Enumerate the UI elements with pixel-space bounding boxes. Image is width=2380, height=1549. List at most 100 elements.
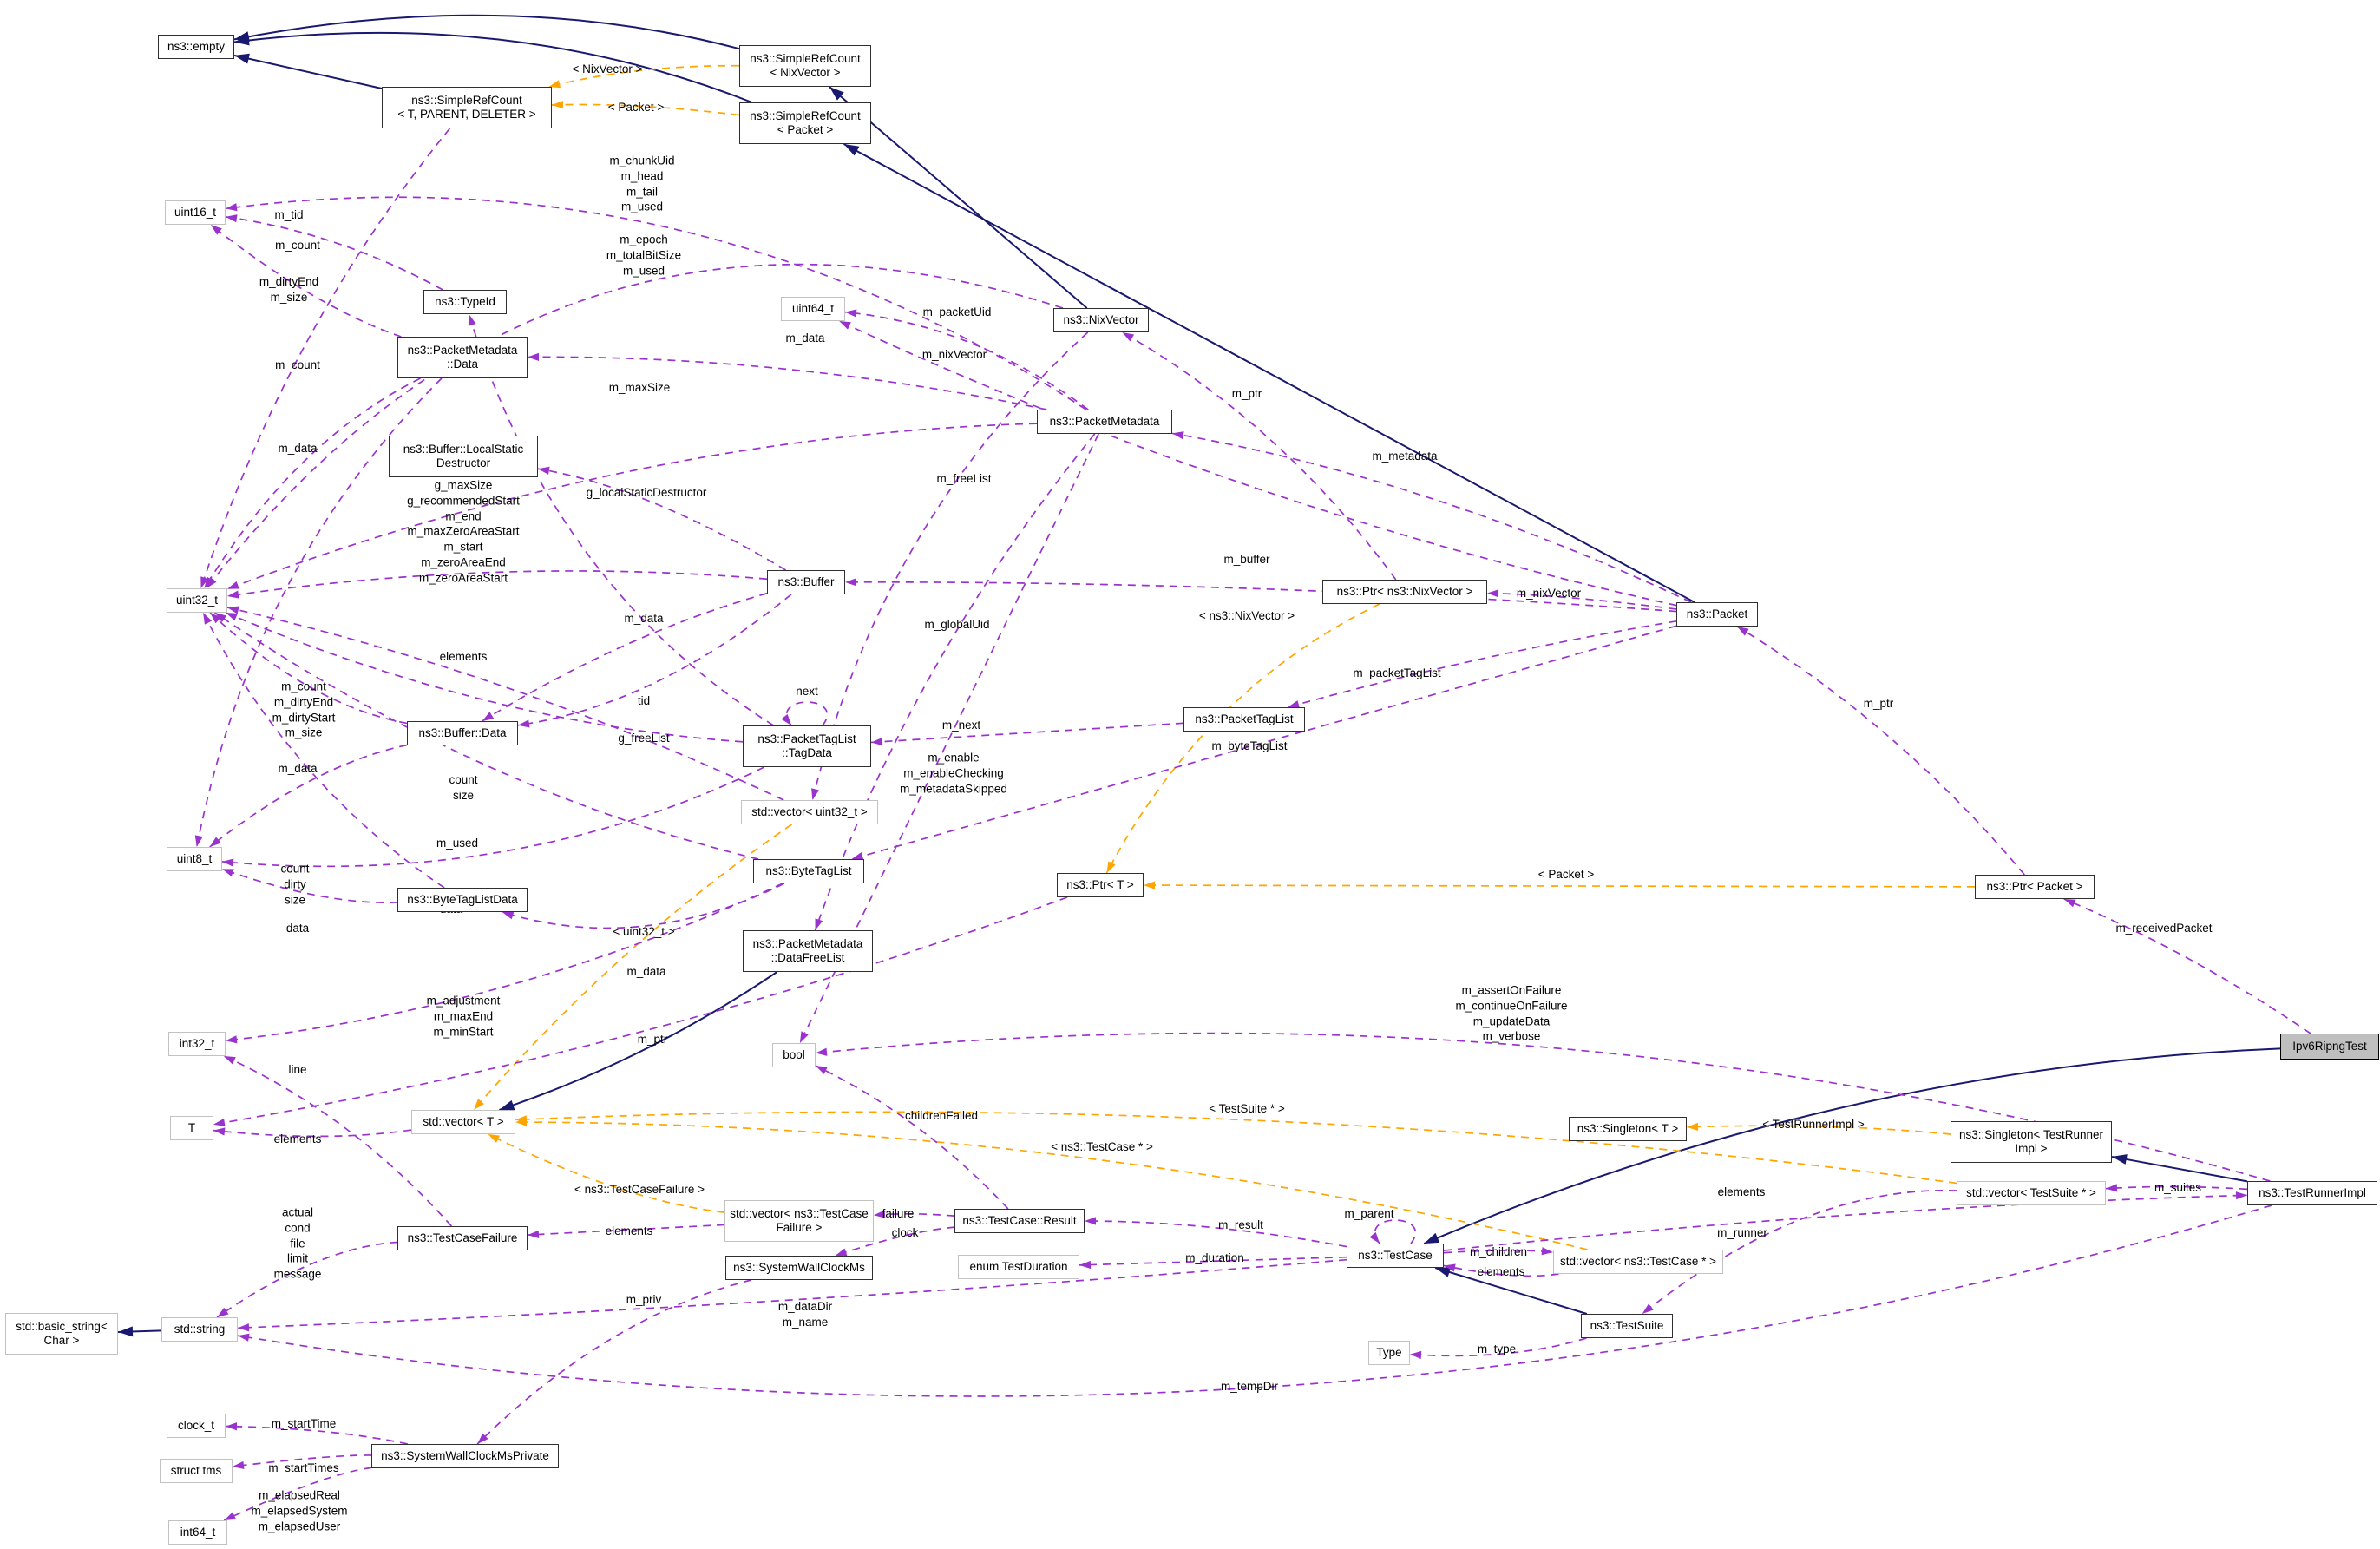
node-dur[interactable]: enum TestDuration (958, 1255, 1079, 1279)
arrowhead (835, 1248, 848, 1257)
edge-swcmp-int64 (223, 1467, 372, 1521)
arrowhead (477, 1433, 488, 1444)
node-vec_tcf[interactable]: std::vector< ns3::TestCase Failure > (724, 1200, 874, 1242)
arrowhead (816, 1047, 828, 1056)
edge-src_pkt-empty (233, 31, 753, 103)
node-uint32[interactable]: uint32_t (167, 588, 227, 613)
arrowhead (781, 713, 791, 725)
arrowhead (518, 719, 530, 728)
node-btl[interactable]: ns3::ByteTagList (753, 859, 864, 883)
arrowhead (194, 835, 203, 847)
arrowhead (552, 101, 564, 109)
arrowhead (210, 225, 222, 235)
arrowhead (1424, 1232, 1440, 1244)
arrowhead (2063, 899, 2076, 908)
node-uint8[interactable]: uint8_t (167, 847, 222, 871)
node-src_nix[interactable]: ns3::SimpleRefCount < NixVector > (739, 45, 871, 87)
arrowhead (468, 314, 476, 326)
node-ptr_nix[interactable]: ns3::Ptr< ns3::NixVector > (1322, 580, 1487, 604)
node-swcm[interactable]: ns3::SystemWallClockMs (725, 1256, 873, 1280)
node-int32[interactable]: int32_t (168, 1032, 226, 1056)
edge-btld-uint8 (221, 868, 398, 903)
node-ptlist[interactable]: ns3::PacketTagList (1183, 707, 1305, 732)
edge-buffer-lsd (537, 468, 787, 571)
node-vec_ts[interactable]: std::vector< TestSuite * > (1957, 1181, 2106, 1205)
node-buf_data[interactable]: ns3::Buffer::Data (407, 721, 518, 745)
node-main[interactable]: Ipv6RipngTest (2280, 1034, 2379, 1060)
node-result[interactable]: ns3::TestCase::Result (954, 1209, 1085, 1233)
node-packet[interactable]: ns3::Packet (1676, 602, 1758, 627)
node-tagdata[interactable]: ns3::PacketTagList ::TagData (743, 725, 871, 767)
node-swcmp[interactable]: ns3::SystemWallClockMsPrivate (371, 1444, 559, 1468)
edge-dfl-vec_t (499, 971, 778, 1111)
edge-vec_u32-vec_t (473, 824, 793, 1111)
edge-vec_tc-testcase (1443, 1264, 1559, 1277)
edge-pmeta-dfl (814, 433, 1096, 931)
arrowhead (213, 1119, 226, 1127)
node-int64[interactable]: int64_t (168, 1520, 227, 1545)
arrowhead (226, 1422, 238, 1431)
arrowhead (538, 466, 550, 475)
arrowhead (203, 613, 213, 625)
node-tri[interactable]: ns3::TestRunnerImpl (2247, 1181, 2377, 1205)
node-bstr[interactable]: std::basic_string< Char > (5, 1313, 118, 1355)
edge-swcm-swcmp (476, 1279, 751, 1445)
node-suite[interactable]: ns3::TestSuite (1581, 1314, 1673, 1338)
node-uint64[interactable]: uint64_t (781, 297, 845, 321)
node-pmeta[interactable]: ns3::PacketMetadata (1037, 410, 1172, 434)
edge-ptlist-tagdata (870, 722, 1184, 744)
arrowhead (851, 852, 864, 860)
node-clock[interactable]: cl​ock_t (167, 1414, 226, 1438)
edge-packet-src_pkt (843, 143, 1695, 603)
node-vec_u32[interactable]: std::vector< uint32_t > (741, 800, 878, 824)
edge-vec_ts-vec_t (515, 1111, 1957, 1185)
edge-testcase-tri (1443, 1194, 2248, 1251)
node-src_tpd[interactable]: ns3::SimpleRefCount < T, PARENT, DELETER… (382, 87, 552, 128)
node-src_pkt[interactable]: ns3::SimpleRefCount < Packet > (739, 102, 871, 144)
arrowhead (1737, 627, 1749, 636)
arrowhead (515, 1118, 528, 1126)
edge-testcase-str (237, 1258, 1347, 1329)
edge-main-testcase (1423, 1047, 2281, 1244)
node-empty[interactable]: ns3::empty (158, 35, 234, 59)
node-typeid[interactable]: ns3::TypeId (423, 290, 507, 314)
edge-btld-uint32 (202, 612, 445, 889)
node-type[interactable]: Type (1368, 1341, 1410, 1365)
arrowhead (502, 911, 515, 920)
node-tcf[interactable]: ns3::TestCaseFailure (397, 1226, 528, 1250)
node-buffer[interactable]: ns3::Buffer (767, 570, 845, 594)
node-tms[interactable]: struct tms (160, 1459, 233, 1483)
arrowhead (871, 738, 883, 746)
node-pmd_data[interactable]: ns3::PacketMetadata ::Data (397, 337, 528, 378)
node-ptr_t[interactable]: ns3::Ptr< T > (1057, 873, 1144, 897)
node-testcase[interactable]: ns3::TestCase (1347, 1244, 1444, 1268)
arrowhead (214, 613, 226, 623)
arrowhead (227, 606, 239, 614)
node-bool[interactable]: bool (772, 1043, 816, 1067)
arrowhead (118, 1326, 134, 1337)
edge-pmd_data-uint8 (195, 377, 443, 848)
node-uint16[interactable]: uint16_t (165, 200, 226, 225)
edge-ptr_nix-ptr_t (1105, 603, 1380, 874)
node-single_t[interactable]: ns3::Singleton< T > (1569, 1117, 1687, 1141)
node-str[interactable]: std::string (161, 1317, 238, 1342)
node-t_box[interactable]: T (170, 1116, 213, 1140)
node-dfl[interactable]: ns3::PacketMetadata ::DataFreeList (743, 930, 873, 972)
node-nixvec[interactable]: ns3::NixVector (1053, 308, 1149, 332)
arrowhead (1122, 332, 1135, 342)
node-vec_t[interactable]: std::vector< T > (411, 1110, 515, 1134)
node-ptr_pkt[interactable]: ns3::Ptr< Packet > (1975, 875, 2095, 899)
edge-src_pkt-src_tpd (551, 103, 740, 116)
node-vec_tc[interactable]: std::vector< ns3::TestCase * > (1553, 1250, 1723, 1274)
arrowhead (1435, 1267, 1452, 1277)
edge-buf_data-uint8 (209, 744, 408, 848)
arrowhead (528, 352, 540, 361)
node-lsd[interactable]: ns3::Buffer::LocalStatic Destructor (389, 436, 538, 477)
edge-nixvec-uint32 (206, 263, 1064, 589)
node-single_tri[interactable]: ns3::Singleton< TestRunner Impl > (1951, 1121, 2112, 1163)
edge-ptr_nix-nixvec (1122, 331, 1397, 581)
node-btld[interactable]: ns3::ByteTagListData (397, 888, 528, 912)
edge-pmeta-uint32 (226, 423, 1038, 590)
